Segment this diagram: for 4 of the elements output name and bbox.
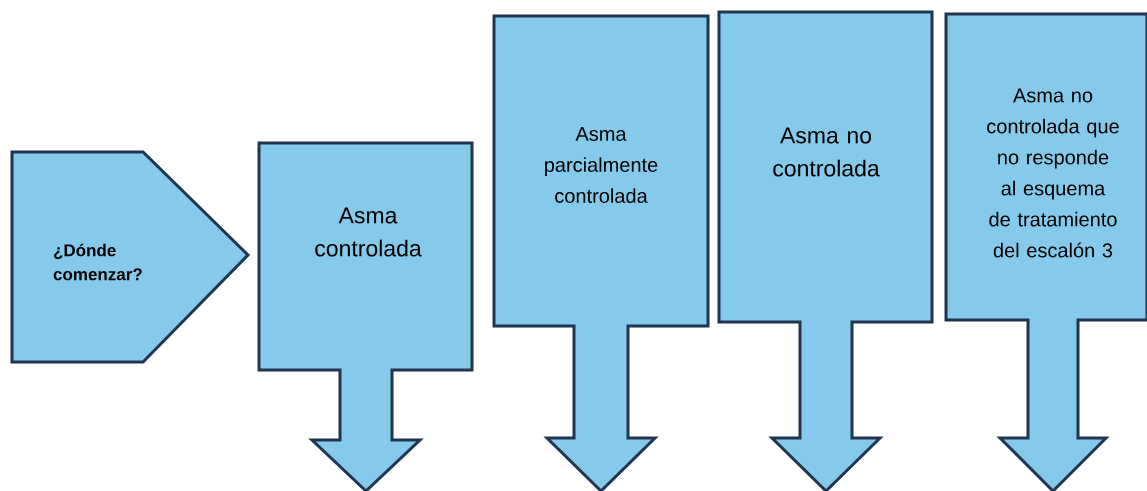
callout-box: Asma controlada (257, 141, 474, 491)
callout-box: Asma parcialmente controlada (492, 14, 710, 491)
callout-box: Asma no controlada que no responde al esquema de tratamiento del escalón 3 (944, 12, 1147, 491)
callout-box: Asma no controlada (717, 10, 934, 491)
